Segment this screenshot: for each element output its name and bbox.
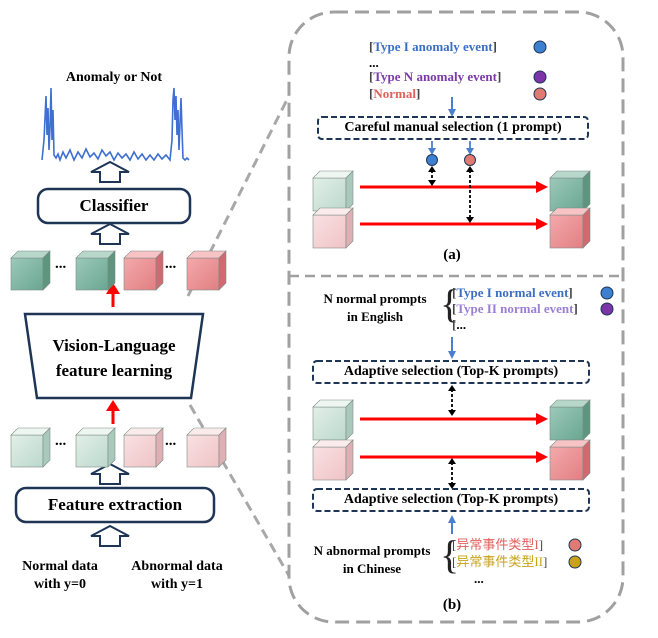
ellipsis-bottom-1: ... <box>55 433 67 449</box>
panel-b-input-abnormal-cube <box>312 439 354 481</box>
detail-panel-frame <box>287 10 625 624</box>
english-title-line1: N normal prompts <box>323 291 427 306</box>
prompt-ellipsis-b-en: [... <box>452 317 467 332</box>
classifier-box <box>36 187 192 225</box>
panel-a-input-normal-cube <box>312 170 354 212</box>
feature-cube-normal-1 <box>10 250 51 291</box>
manual-selection-box <box>317 116 589 140</box>
prompt-dot-normal <box>533 87 547 101</box>
chinese-title-line2: in Chinese <box>342 561 402 576</box>
prompt-abnormal-type-i: [异常事件类型I] <box>452 537 544 552</box>
prompt-abnormal-type-ii: [异常事件类型II] <box>452 554 548 569</box>
ellipsis-top-1: ... <box>55 256 67 272</box>
panel-b-output-normal-cube <box>549 399 591 441</box>
ellipsis-top-2: ... <box>165 256 177 272</box>
brace-english: { <box>440 281 460 326</box>
prompt-ellipsis-a: ... <box>369 55 379 70</box>
anomaly-score-signal <box>41 87 190 163</box>
prompt-dot-type-i-normal <box>600 286 614 300</box>
panel-b-output-abnormal-cube <box>549 439 591 481</box>
feature-cube-normal-2 <box>75 250 116 291</box>
panel-b-input-normal-cube <box>312 399 354 441</box>
extracted-cube-normal-1 <box>10 427 51 468</box>
topk-label-bottom: Adaptive selection (Top-K prompts) <box>343 492 559 507</box>
topk-selection-box-top <box>312 360 590 384</box>
panel-a-output-normal-cube <box>549 170 591 212</box>
caption-b: (b) <box>442 597 462 613</box>
brace-chinese: { <box>440 532 460 577</box>
prompt-normal: [Normal] <box>369 86 421 101</box>
extracted-cube-abnormal-1 <box>123 427 164 468</box>
english-title-line2: in English <box>346 309 403 324</box>
prompt-type-i-normal: [Type I normal event] <box>452 285 573 300</box>
abnormal-data-line1: Abnormal data <box>131 559 223 574</box>
prompt-dot-abnormal-type-ii <box>568 555 582 569</box>
normal-data-line2: with y=0 <box>34 577 86 592</box>
manual-selection-label: Careful manual selection (1 prompt) <box>344 120 562 135</box>
arrow-classifier-to-output <box>90 160 130 183</box>
prompt-type-n-anomaly: [Type N anomaly event] <box>369 69 502 84</box>
output-label: Anomaly or Not <box>65 70 163 85</box>
prompt-dot-type-i-anomaly <box>533 40 547 54</box>
feature-cubes <box>10 170 591 481</box>
prompt-dot-abnormal-type-i <box>568 538 582 552</box>
selected-normal-prompt-dot <box>464 154 476 166</box>
feature-cube-abnormal-1 <box>123 250 164 291</box>
prompt-dot-type-ii-normal <box>600 302 614 316</box>
prompt-dot-type-n-anomaly <box>533 70 547 84</box>
prompt-type-i-anomaly: [Type I anomaly event] <box>369 39 497 54</box>
prompt-type-ii-normal: [Type II normal event] <box>452 301 578 316</box>
feature-extraction-box <box>14 486 216 524</box>
prompt-ellipsis-b-zh: ... <box>474 571 484 586</box>
chinese-title-line1: N abnormal prompts <box>313 543 431 558</box>
abnormal-data-line2: with y=1 <box>151 577 203 592</box>
vl-label-line1: Vision-Language <box>52 336 176 355</box>
extracted-cube-abnormal-2 <box>186 427 227 468</box>
feature-extraction-label: Feature extraction <box>47 495 183 514</box>
normal-data-line1: Normal data <box>22 559 98 574</box>
ellipsis-bottom-2: ... <box>165 433 177 449</box>
classifier-label: Classifier <box>79 196 149 215</box>
topk-selection-box-bottom <box>312 488 590 512</box>
selected-anomaly-prompt-dot <box>426 154 438 166</box>
vl-label-line2: feature learning <box>55 361 173 380</box>
arrow-input-to-extraction <box>90 524 130 547</box>
arrow-extraction-to-features <box>90 462 130 485</box>
feature-cube-abnormal-2 <box>186 250 227 291</box>
panel-a-input-abnormal-cube <box>312 207 354 249</box>
topk-label-top: Adaptive selection (Top-K prompts) <box>343 364 559 379</box>
panel-a-output-abnormal-cube <box>549 207 591 249</box>
caption-a: (a) <box>443 247 461 263</box>
zoom-connector-top <box>186 67 305 297</box>
extracted-cube-normal-2 <box>75 427 116 468</box>
arrow-features-to-classifier <box>90 222 130 245</box>
vision-language-trapezoid <box>23 312 205 400</box>
